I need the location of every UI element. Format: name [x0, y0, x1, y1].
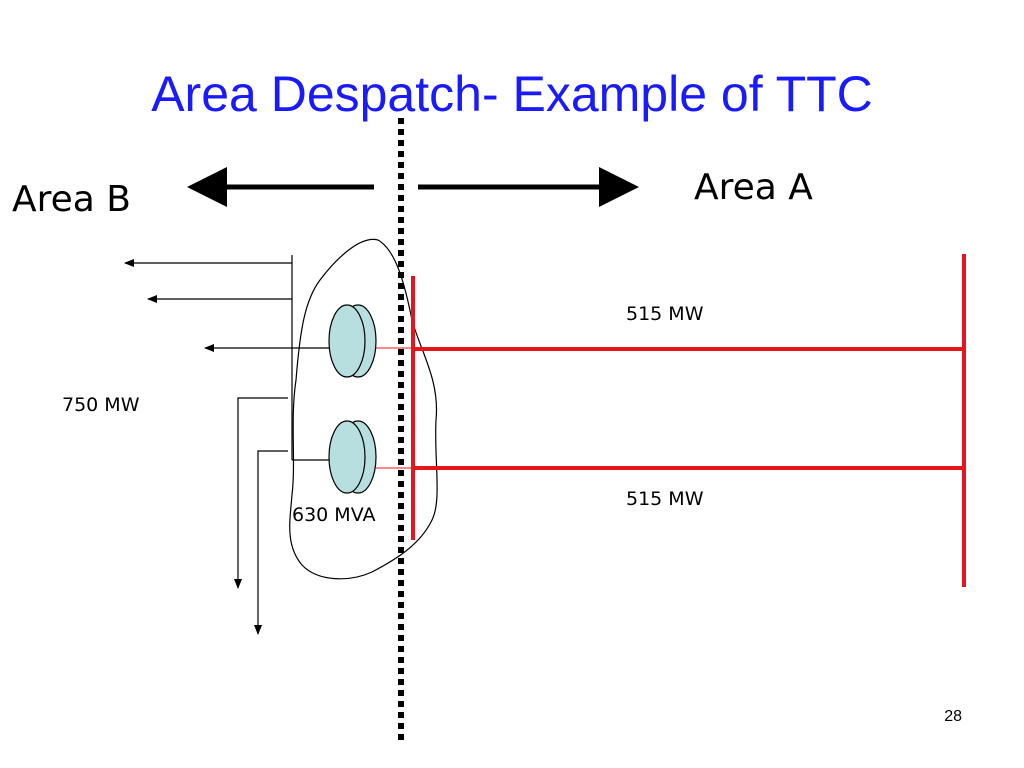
line-top-label: 515 MW [626, 303, 704, 325]
page-number: 28 [944, 708, 962, 725]
load-arrow-4 [234, 397, 288, 589]
line-bottom-label: 515 MW [626, 488, 704, 510]
area-b-label: Area B [12, 179, 131, 220]
load-arrows [124, 255, 330, 635]
load-label: 750 MW [62, 394, 140, 416]
transformer-label: 630 MVA [292, 504, 376, 526]
transmission-lines [411, 254, 966, 587]
transformer-bottom [328, 420, 377, 494]
substation-boundary [289, 238, 438, 580]
transformer-top [328, 304, 377, 378]
load-arrow-5 [254, 450, 288, 635]
area-a-label: Area A [694, 167, 813, 208]
slide-title: Area Despatch- Example of TTC [151, 66, 873, 122]
